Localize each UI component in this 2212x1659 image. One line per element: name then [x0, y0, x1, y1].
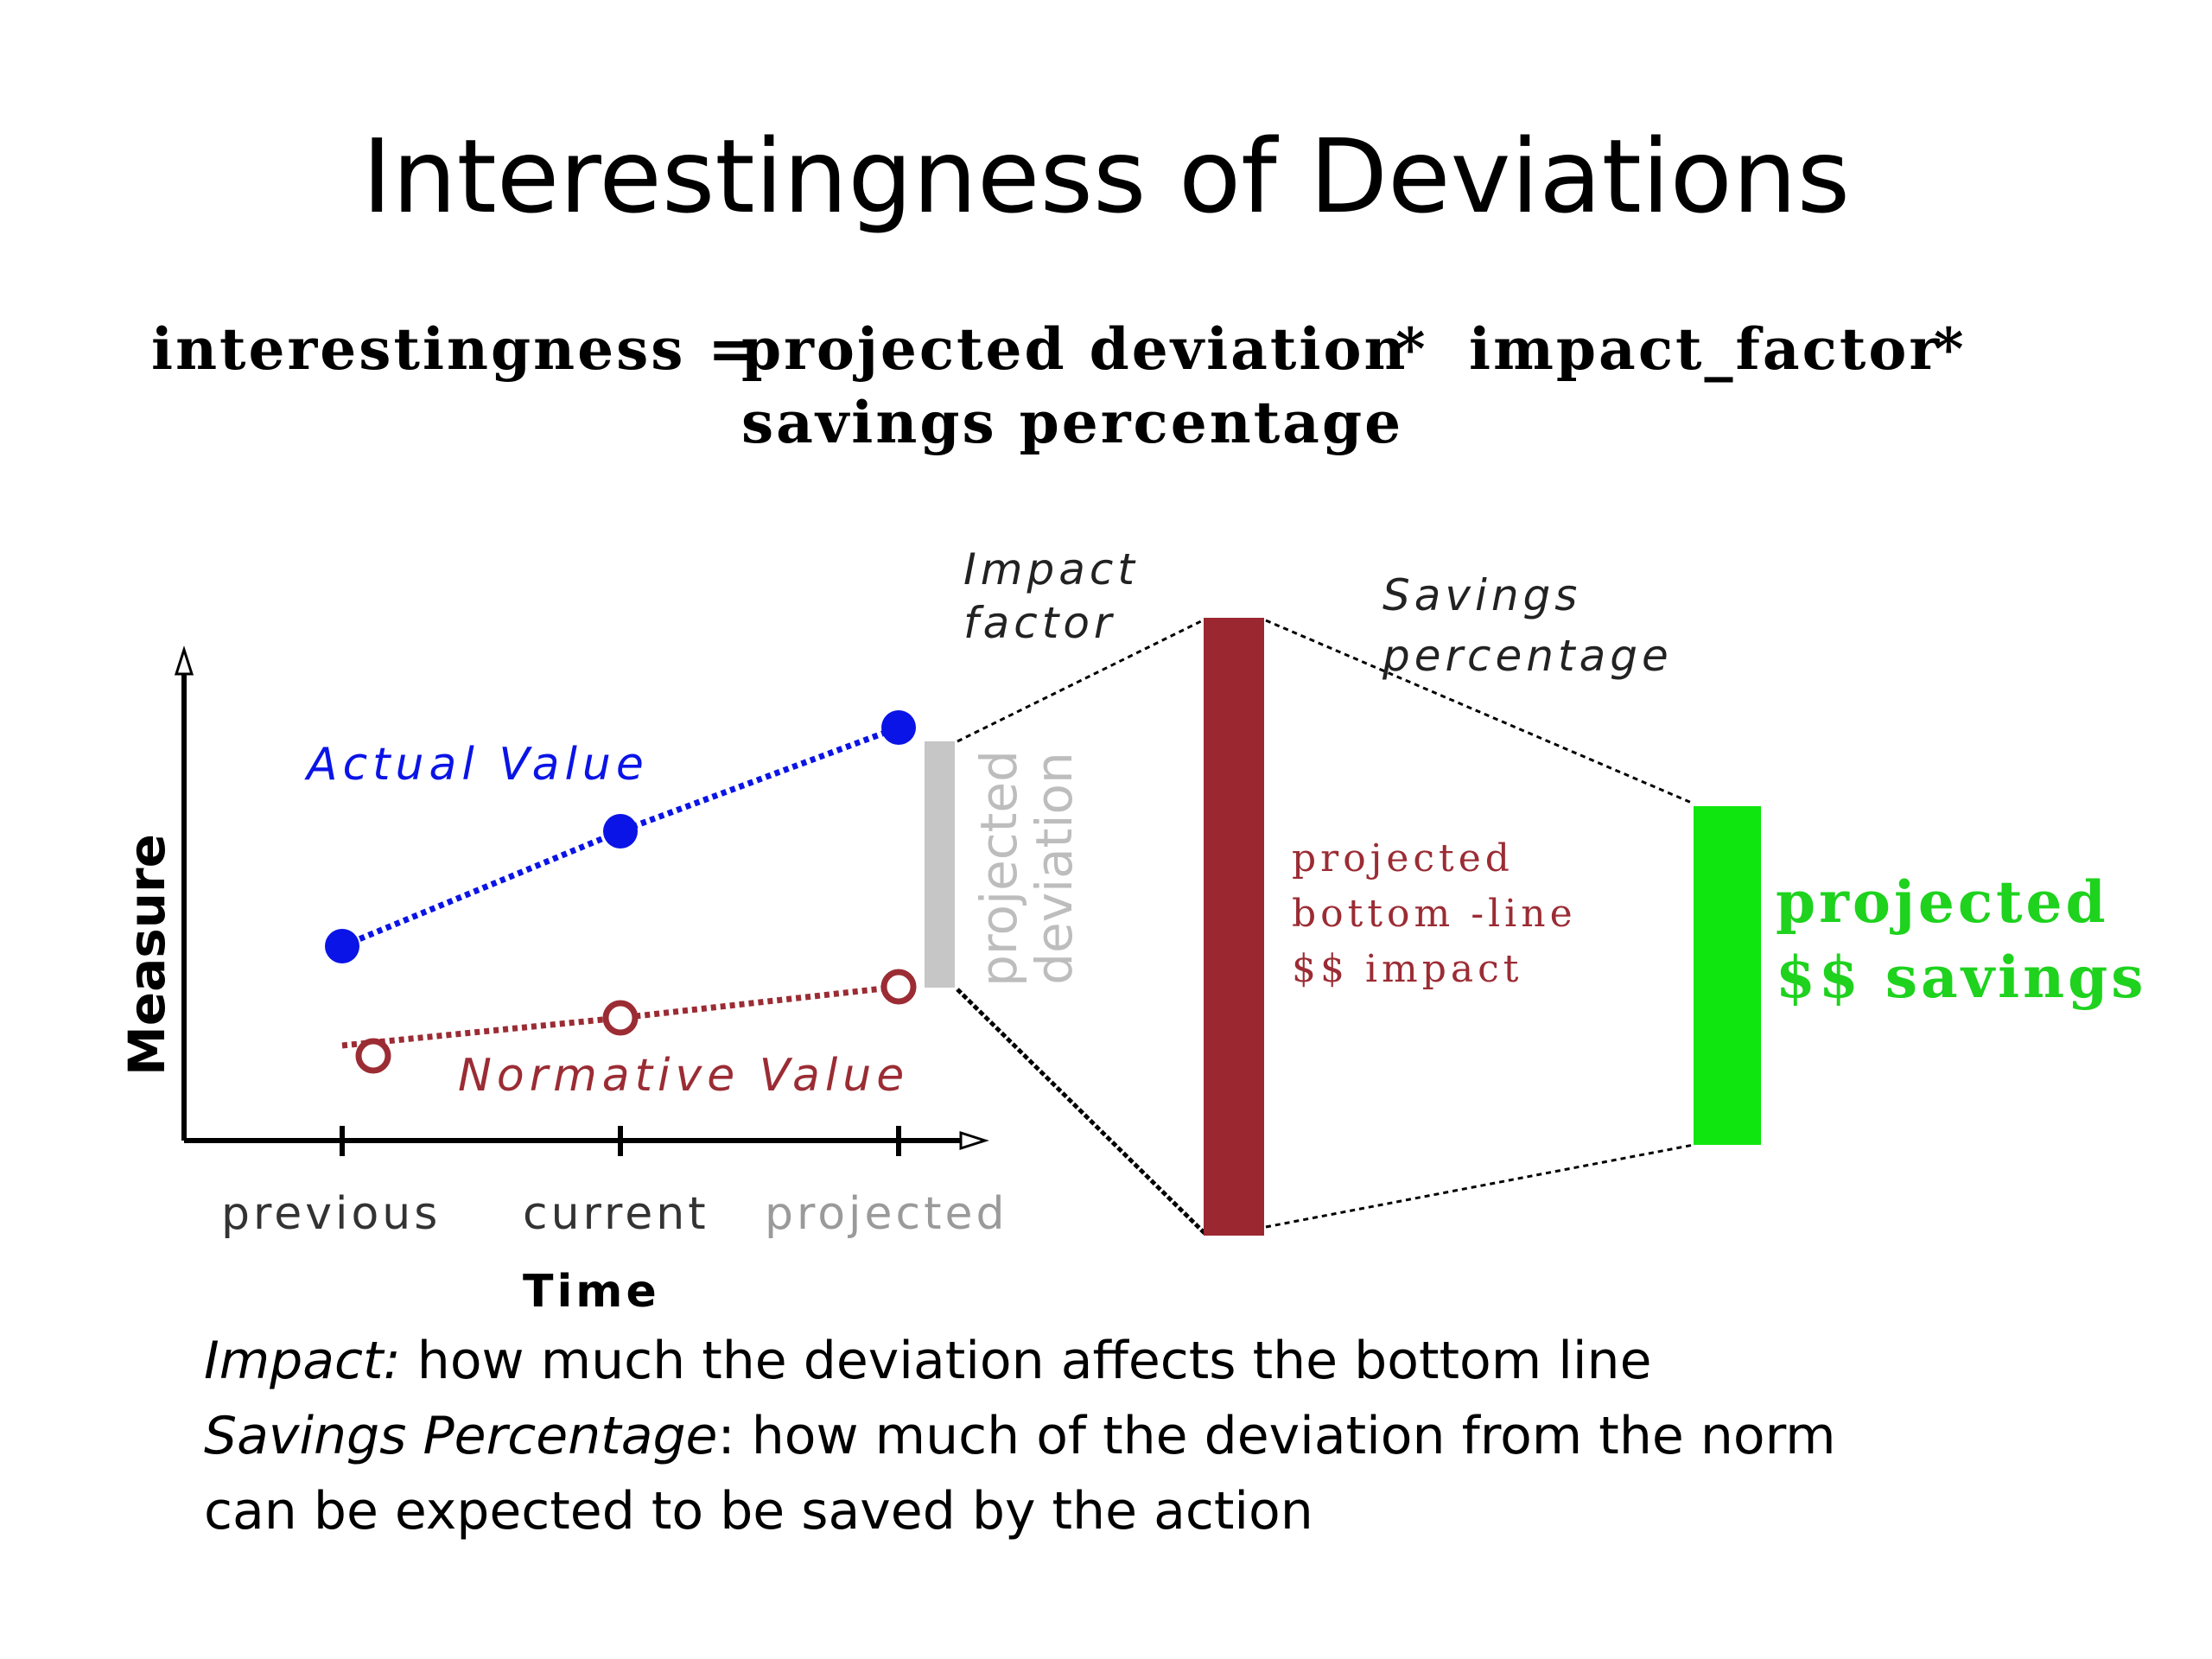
normative-value-series	[341, 969, 917, 1074]
x-axis-label: Time	[523, 1266, 660, 1318]
formula-operator: *	[1934, 315, 1967, 383]
impact-bar-label-line-1: projected	[1292, 836, 1514, 880]
impact-funnel-top	[957, 619, 1204, 743]
savings-bar-label-line-2: $$ savings	[1776, 944, 2147, 1011]
x-axis-arrow-icon	[959, 1130, 989, 1151]
normative-point	[880, 969, 917, 1005]
x-tick-label-current: current	[523, 1188, 709, 1240]
note-impact-term: Impact:	[204, 1331, 401, 1391]
savings-funnel-top	[1265, 619, 1694, 805]
y-axis-label: Measure	[118, 834, 176, 1076]
slide-title: Interestingness of Deviations	[361, 117, 1851, 236]
funnel-lines	[956, 619, 1694, 1236]
normative-point	[602, 1000, 639, 1036]
actual-value-series	[325, 710, 916, 963]
impact-bar-label-line-3: $$ impact	[1292, 947, 1523, 991]
impact-bar	[1204, 618, 1264, 1236]
note-impact-desc: how much the deviation affects the botto…	[400, 1331, 1652, 1391]
y-axis-arrow-icon	[174, 645, 194, 676]
note-savings-term: Savings Percentage	[204, 1406, 718, 1466]
actual-value-line	[340, 724, 900, 950]
impact-factor-label-line-1: Impact	[963, 544, 1139, 594]
projected-deviation-bar	[925, 741, 955, 988]
formula-term-savings-percentage: savings percentage	[741, 389, 1404, 456]
note-savings-continued: can be expected to be saved by the actio…	[204, 1481, 1313, 1541]
normative-point	[355, 1038, 391, 1074]
actual-value-label: Actual Value	[307, 739, 649, 791]
formula-term-projected-deviation: projected deviation	[741, 315, 1408, 383]
impact-bar-label-line-2: bottom -line	[1292, 892, 1577, 936]
formula-lhs: interestingness =	[151, 315, 759, 383]
chart-axes	[174, 645, 989, 1156]
savings-percentage-label-line-2: percentage	[1382, 631, 1673, 681]
deviation-label-line-1: projected	[969, 750, 1028, 987]
note-savings: Savings Percentage: how much of the devi…	[204, 1406, 1836, 1466]
actual-point	[603, 814, 638, 849]
actual-point	[881, 710, 916, 745]
normative-value-label: Normative Value	[458, 1050, 910, 1102]
actual-point	[325, 929, 359, 963]
note-impact: Impact: how much the deviation affects t…	[204, 1331, 1652, 1391]
x-tick-label-projected: projected	[765, 1188, 1008, 1240]
impact-funnel-bottom	[956, 988, 1207, 1236]
note-savings-desc: : how much of the deviation from the nor…	[717, 1406, 1836, 1466]
impact-factor-label-line-2: factor	[963, 598, 1116, 648]
deviation-label-line-2: deviation	[1025, 752, 1084, 985]
formula-term-impact-factor: impact_factor	[1469, 315, 1942, 383]
formula-operator: *	[1395, 315, 1428, 383]
savings-funnel-bottom	[1265, 1143, 1694, 1229]
savings-bar	[1694, 806, 1761, 1145]
savings-percentage-label-line-1: Savings	[1382, 570, 1582, 620]
x-tick-label-previous: previous	[221, 1188, 442, 1240]
savings-bar-label-line-1: projected	[1776, 868, 2109, 936]
